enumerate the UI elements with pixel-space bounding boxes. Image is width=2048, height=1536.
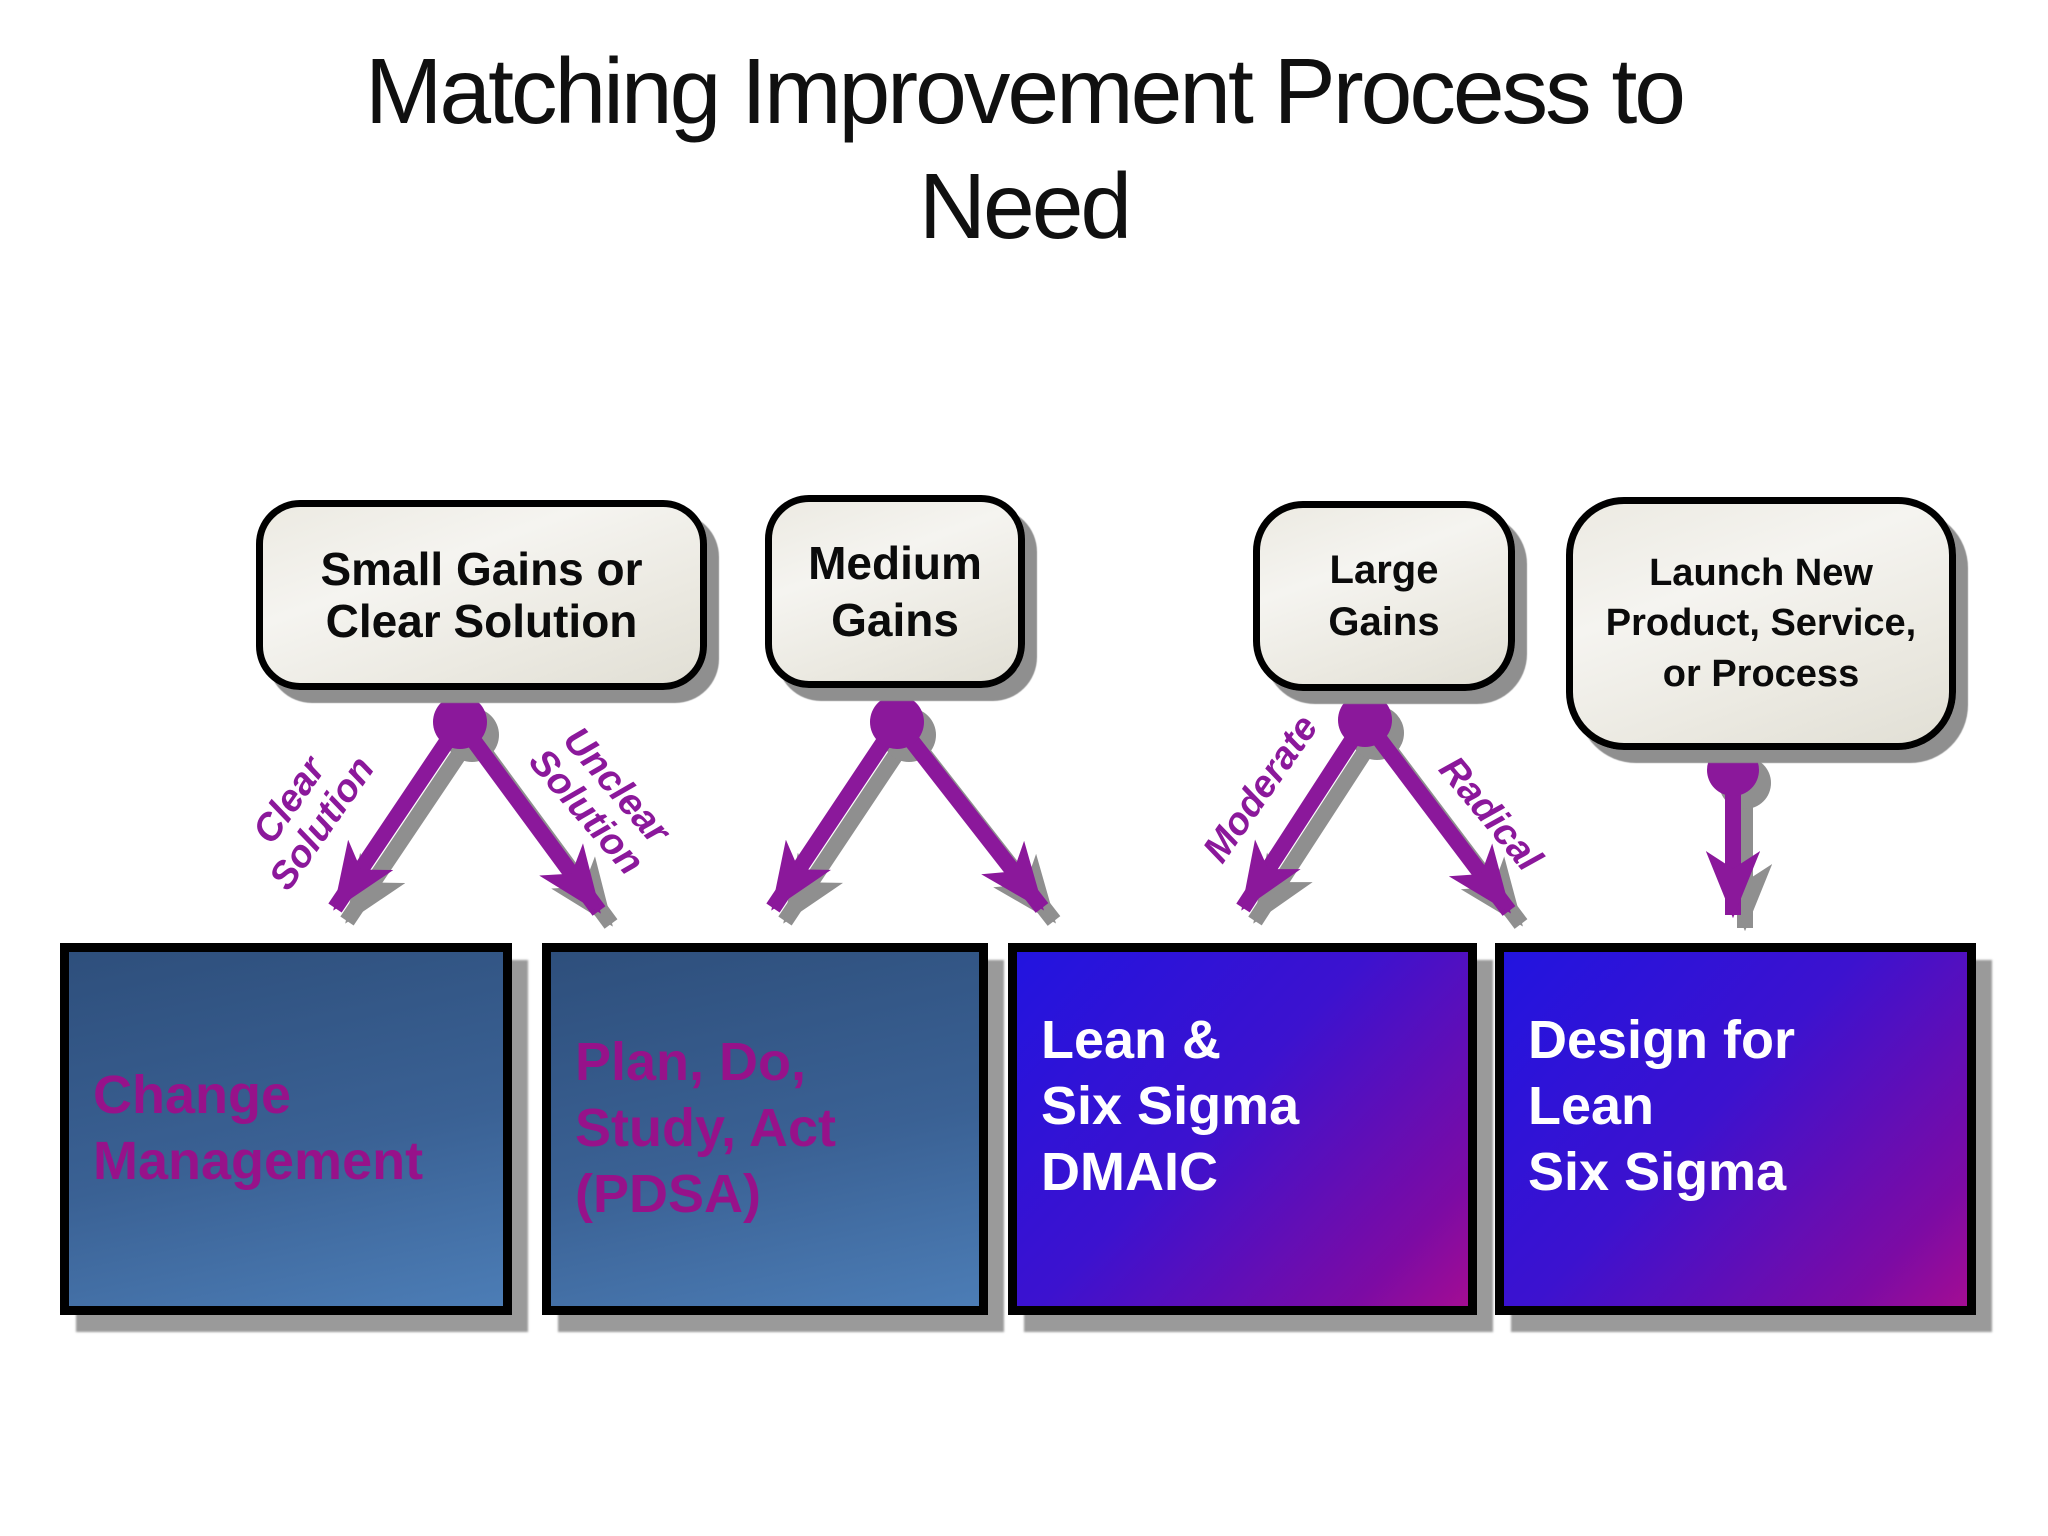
process-box-label-line: DMAIC (1041, 1141, 1218, 1202)
need-box-label-line: Launch New (1649, 552, 1873, 595)
process-box-design-for-lean-six-sigma: Design for Lean Six Sigma (1495, 943, 1976, 1315)
process-box-label-line: Design for (1528, 1010, 1796, 1071)
process-box-label-line: (PDSA) (575, 1163, 761, 1224)
arrow-medium-to-pdsa (766, 717, 904, 913)
process-box-lean-six-sigma-dmaic: Lean & Six Sigma DMAIC (1008, 943, 1477, 1315)
connector-dot (1707, 744, 1759, 796)
slide-title-line1: Matching Improvement Process to (364, 39, 1686, 143)
process-box-label-line: Change (93, 1065, 292, 1126)
need-box-small-gains: Small Gains or Clear Solution (256, 500, 707, 690)
need-box-large-gains: Large Gains (1253, 501, 1515, 691)
need-box-label-line: Product, Service, (1605, 602, 1917, 645)
connector-dot (433, 695, 487, 749)
slide-title-line2: Need (918, 154, 1132, 259)
process-box-label-line: Study, Act (575, 1098, 837, 1159)
need-box-launch-new-product: Launch New Product, Service, or Process (1566, 497, 1956, 750)
arrow-label-unclear-solution: Unclear Solution (520, 715, 681, 883)
need-box-label-line: or Process (1662, 652, 1860, 695)
need-box-medium-gains: Medium Gains (765, 495, 1025, 688)
arrow-medium-to-lean (890, 717, 1049, 913)
connector-dot (1338, 693, 1392, 747)
need-box-label-line: Small Gains or (320, 542, 643, 595)
process-box-change-management: Change Management (60, 943, 512, 1315)
slide-title: Matching Improvement Process to Need (0, 34, 2048, 265)
process-box-label-line: Six Sigma (1528, 1141, 1787, 1202)
arrow-clear-solution (328, 717, 467, 913)
process-box-label-line: Management (93, 1131, 424, 1191)
arrow-label-radical: Radical (1430, 748, 1550, 880)
need-box-label-line: Medium (808, 537, 982, 590)
arrow-label-line: Moderate (1195, 707, 1327, 871)
need-box-label-line: Gains (831, 593, 959, 646)
arrow-label-moderate: Moderate (1195, 707, 1327, 871)
process-box-label-line: Lean & (1041, 1010, 1222, 1071)
process-box-label-line: Plan, Do, (575, 1032, 807, 1093)
connector-dot (870, 695, 924, 749)
process-box-pdsa: Plan, Do, Study, Act (PDSA) (542, 943, 988, 1315)
process-box-label-line: Six Sigma (1041, 1076, 1300, 1137)
process-box-label-line: Lean (1528, 1076, 1655, 1137)
arrow-label-line: Radical (1430, 748, 1550, 880)
need-box-label-line: Large (1329, 548, 1439, 592)
arrow-label-clear-solution: Clear Solution (229, 727, 383, 898)
need-box-label-line: Clear Solution (325, 595, 638, 647)
need-box-label-line: Gains (1328, 600, 1440, 644)
